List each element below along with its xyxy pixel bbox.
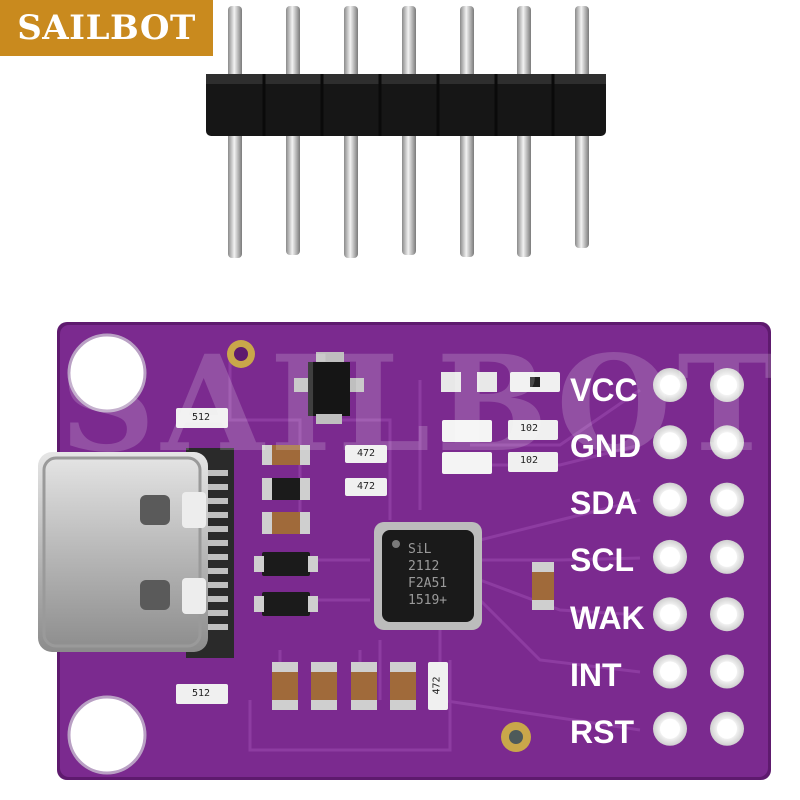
header-pad-hole bbox=[660, 375, 680, 395]
resistor-code-top-left: 512 bbox=[192, 412, 211, 423]
header-pins-bottom bbox=[228, 130, 589, 258]
mounting-hole-top bbox=[69, 335, 145, 411]
header-pad-hole bbox=[660, 489, 680, 510]
header-pad-hole bbox=[660, 546, 680, 567]
header-pad-hole bbox=[717, 546, 737, 567]
header-pad-hole bbox=[660, 604, 680, 625]
chip-marking-line-4: 1519+ bbox=[408, 593, 448, 608]
chip-marking-line-3: F2A51 bbox=[408, 576, 448, 591]
header-pad-hole bbox=[717, 489, 737, 510]
header-pad-hole bbox=[717, 432, 737, 453]
header-pad-hole bbox=[717, 375, 737, 395]
resistor-code-led-b: 102 bbox=[520, 455, 539, 466]
resistor-code-bottom-left: 512 bbox=[192, 688, 211, 699]
resistor-code-mid-a: 472 bbox=[357, 448, 376, 459]
header-pad-hole bbox=[660, 432, 680, 453]
usb-bridge-chip bbox=[374, 522, 482, 630]
mounting-hole-bottom bbox=[69, 697, 145, 773]
pin-label-rst: RST bbox=[570, 714, 634, 750]
header-pads bbox=[653, 368, 744, 746]
header-pad-hole bbox=[660, 718, 680, 739]
pin-label-wak: WAK bbox=[570, 600, 645, 636]
header-pad-hole bbox=[660, 661, 680, 682]
header-plastic-body bbox=[206, 74, 606, 136]
resistor-code-mid-b: 472 bbox=[357, 481, 376, 492]
chip-marking-line-1: SiL bbox=[408, 542, 432, 557]
pin-header bbox=[206, 6, 606, 258]
sailbot-logo: SAILBOT bbox=[0, 0, 213, 56]
pin-label-int: INT bbox=[570, 657, 622, 693]
chip-marking: SiL 2112 F2A51 1519+ bbox=[392, 541, 472, 609]
pcb-board bbox=[38, 322, 771, 780]
pin-label-gnd: GND bbox=[570, 428, 642, 464]
pin-label-vcc: VCC bbox=[570, 372, 638, 408]
resistor-code-bottom: 472 bbox=[431, 676, 443, 695]
watermark: SAILBOT bbox=[60, 327, 782, 482]
header-pad-hole bbox=[717, 604, 737, 625]
chip-marking-line-2: 2112 bbox=[408, 559, 440, 574]
usb-c-connector bbox=[38, 448, 234, 658]
header-pad-hole bbox=[717, 661, 737, 682]
pin-label-scl: SCL bbox=[570, 542, 634, 578]
header-pins-top bbox=[228, 6, 589, 86]
pin-label-sda: SDA bbox=[570, 485, 638, 521]
passive-components bbox=[176, 372, 560, 710]
voltage-regulator bbox=[294, 352, 364, 424]
resistor-code-led-a: 102 bbox=[520, 423, 539, 434]
header-pad-hole bbox=[717, 718, 737, 739]
